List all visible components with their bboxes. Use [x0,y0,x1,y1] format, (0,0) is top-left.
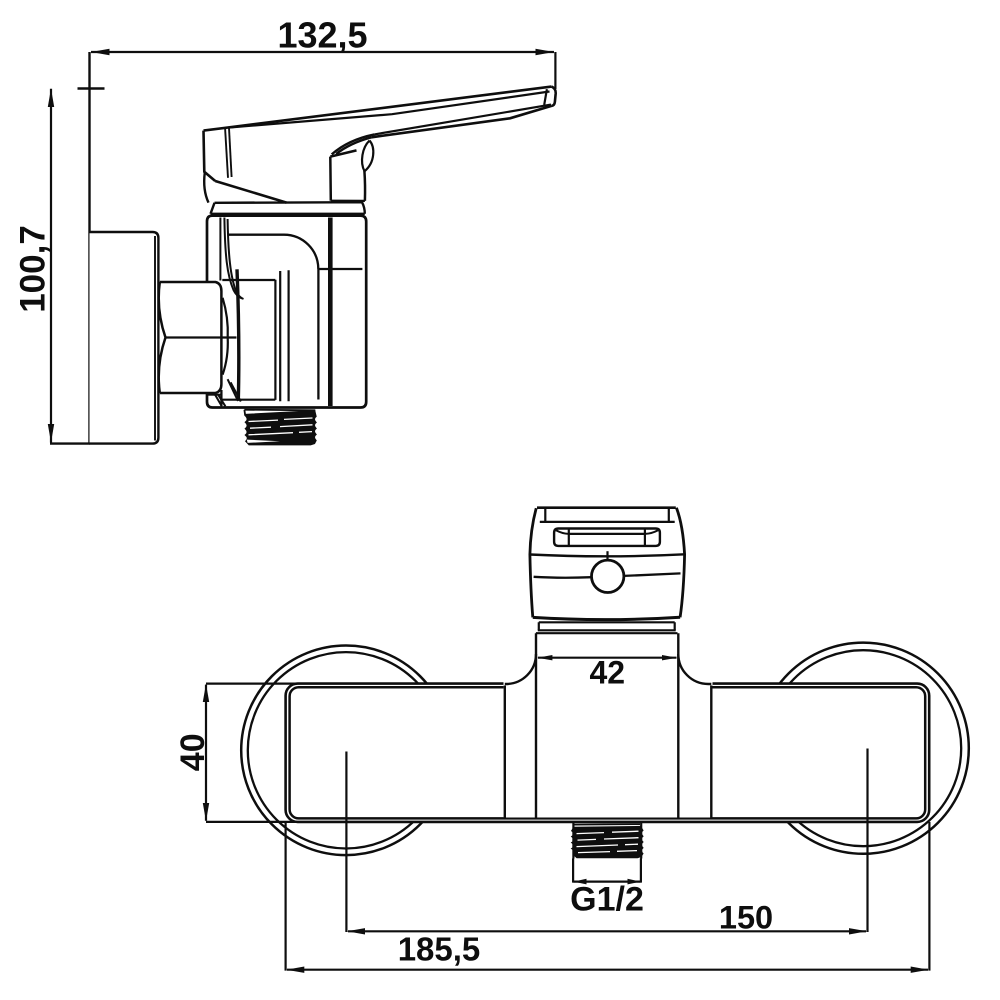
svg-text:100,7: 100,7 [14,225,53,313]
svg-text:150: 150 [719,899,773,935]
svg-text:42: 42 [590,654,626,690]
svg-text:40: 40 [174,733,212,771]
svg-text:G1/2: G1/2 [570,881,644,919]
svg-text:185,5: 185,5 [398,930,481,967]
svg-text:132,5: 132,5 [277,15,367,56]
